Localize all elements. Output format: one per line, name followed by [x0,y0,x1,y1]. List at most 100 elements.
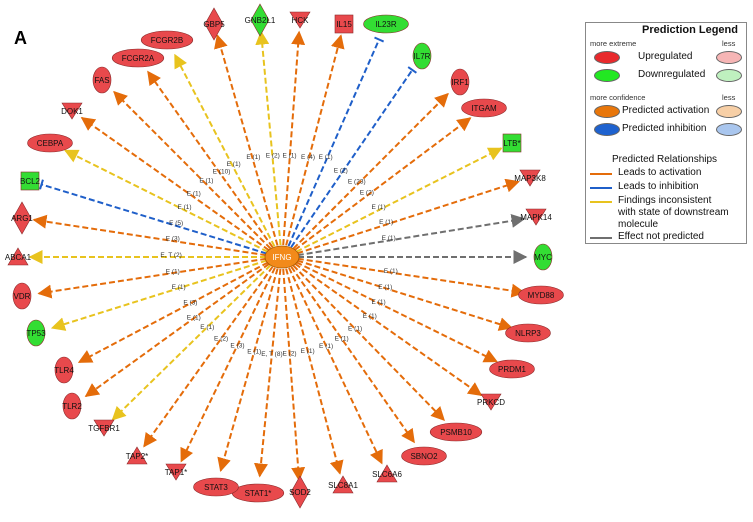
node-shape-irf1[interactable] [450,68,470,96]
evidence-label-arg1: E (3) [166,236,180,243]
node-shape-tgfbr1[interactable] [93,419,115,437]
evidence-label-stat1: E, T (8) [261,351,282,358]
node-shape-myc[interactable] [533,243,553,271]
evidence-label-bcl2: E (5) [169,220,183,227]
evidence-label-sbno2: E (1) [335,336,349,343]
node-shape-cebpa[interactable] [27,133,73,153]
node-shape-stat3[interactable] [193,477,239,497]
legend-leads-to-inhibition: Leads to inhibition [618,181,699,192]
edge-ifng-tp53 [50,259,268,331]
node-shape-vdr[interactable] [12,282,32,310]
node-shape-prkcd[interactable] [480,393,502,411]
downregulated-strong-swatch [594,69,620,82]
edge-ifng-tap1 [180,267,276,463]
evidence-label-il23r: E (1) [319,154,333,161]
node-label-stat1: STAT1* [245,489,272,498]
node-shape-gbp5[interactable] [204,7,224,41]
node-shape-arg1[interactable] [12,201,32,235]
evidence-label-psmb10: E (1) [348,326,362,333]
node-label-ltb: LTB* [503,139,520,148]
legend-predicted-inhibition: Predicted inhibition [622,123,707,134]
evidence-label-hck: E (1) [283,152,297,159]
node-shape-il7r[interactable] [412,42,432,70]
node-shape-il15[interactable] [334,14,354,34]
node-shape-map3k8[interactable] [519,169,541,187]
evidence-label-tp53: E (1) [172,284,186,291]
edge-ifng-mapk14 [297,213,526,257]
node-label-stat3: STAT3 [204,483,228,492]
node-shape-mapk14[interactable] [525,208,547,226]
node-shape-fcgr2a[interactable] [111,48,165,68]
node-shape-nlrp3[interactable] [505,323,551,343]
edge-ifng-map3k8 [296,178,520,255]
node-shape-fcgr2b[interactable] [140,30,194,50]
node-shape-il23r[interactable] [363,14,409,34]
node-shape-tap2[interactable] [126,446,148,465]
node-label-hck: HCK [292,16,310,25]
evidence-label-ltb: E (1) [372,204,386,211]
center-node-label: IFNG [272,253,291,262]
node-shape-gnb2l1[interactable] [250,3,270,37]
edge-ifng-sod2 [282,268,306,482]
edge-ifng-gnb2l1 [255,30,282,246]
node-shape-tlr4[interactable] [54,356,74,384]
evidence-label-fcgr2a: E (10) [213,168,231,175]
center-node-ifng[interactable] [264,245,300,269]
node-shape-tlr2[interactable] [62,392,82,420]
node-shape-sod2[interactable] [290,475,310,509]
node-label-myd88: MYD88 [528,291,555,300]
edge-ifng-stat3 [217,268,279,473]
node-shape-prdm1[interactable] [489,359,535,379]
evidence-label-il7r: E (2) [334,168,348,175]
node-label-fcgr2a: FCGR2A [122,54,155,63]
legend-less-2: less [722,93,736,102]
node-label-nlrp3: NLRP3 [515,329,541,338]
evidence-label-gbp5: E (1) [246,154,260,161]
upregulated-strong-swatch [594,51,620,64]
legend-predicted-activation: Predicted activation [622,105,710,116]
edge-ifng-stat1 [254,268,282,478]
node-shape-bcl2[interactable] [20,171,40,191]
legend-relationships-title: Predicted Relationships [612,154,718,165]
node-label-prdm1: PRDM1 [498,365,527,374]
inhibition-bar-bcl2 [39,179,44,190]
node-shape-dok1[interactable] [61,102,83,120]
edge-ifng-itgam [294,117,472,251]
node-shape-psmb10[interactable] [429,422,483,442]
node-shape-sbno2[interactable] [401,446,447,466]
node-shape-myd88[interactable] [518,285,564,305]
node-shape-itgam[interactable] [461,98,507,118]
downregulated-weak-swatch [716,69,742,82]
evidence-label-vdr: E (1) [166,268,180,275]
legend-findings-line2: with state of downstream [618,207,729,218]
node-label-map3k8: MAP3K8 [514,174,546,183]
legend-effect-not-predicted: Effect not predicted [618,231,704,242]
edge-ifng-bcl2 [41,183,267,255]
inhibition-line-swatch [590,187,612,189]
node-label-tgfbr1: TGFBR1 [88,424,120,433]
evidence-label-myd88: E (1) [384,268,398,275]
node-shape-tap1[interactable] [165,463,187,481]
node-shape-slc8a1[interactable] [332,475,354,494]
edge-layer [28,30,528,482]
evidence-label-nlrp3: E (1) [378,284,392,291]
edge-ifng-slc6a6 [288,267,383,465]
node-label-sbno2: SBNO2 [410,452,438,461]
node-shape-fas[interactable] [92,66,112,94]
node-label-itgam: ITGAM [471,104,497,113]
edge-ifng-irf1 [292,92,449,250]
edge-ifng-arg1 [32,214,267,257]
evidence-label-sod2: E (2) [283,351,297,358]
node-shape-tp53[interactable] [26,319,46,347]
node-shape-abca1[interactable] [7,247,29,266]
evidence-label-tgfbr1: E (1) [200,324,214,331]
edge-ifng-slc8a1 [285,268,344,475]
node-shape-slc6a6[interactable] [376,464,398,483]
node-shape-hck[interactable] [289,11,311,29]
node-label-bcl2: BCL2 [20,177,41,186]
edge-ifng-cebpa [64,149,269,253]
node-shape-ltb[interactable] [502,133,522,153]
evidence-label-cebpa: E (1) [178,204,192,211]
evidence-label-tap2: E (2) [214,336,228,343]
